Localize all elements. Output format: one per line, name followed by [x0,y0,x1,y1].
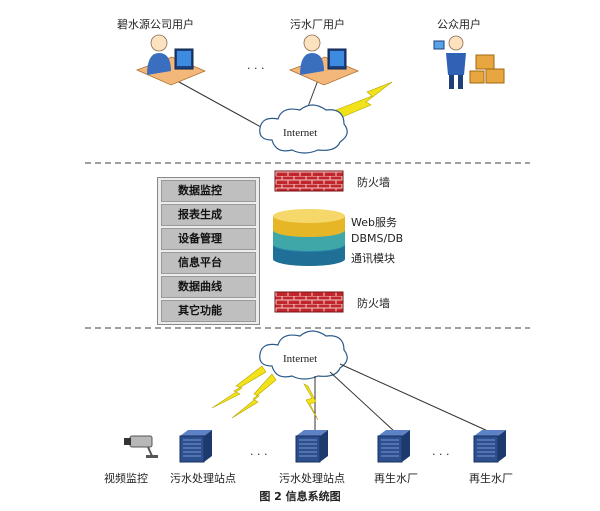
menu-item: 数据曲线 [161,276,256,298]
user-workstation-icon [135,34,207,86]
firewall-label-bottom: 防火墙 [357,297,390,310]
user-workstation-icon [288,34,360,86]
lightning-bolt [231,373,277,419]
figure-caption: 图 2 信息系统图 [259,490,341,503]
site-label-reclaim: 再生水厂 [469,472,513,485]
menu-item: 报表生成 [161,204,256,226]
firewall-icon [274,291,344,313]
internet-cloud-icon: Internet [259,330,348,380]
menu-item: 信息平台 [161,252,256,274]
lightning-bolt [335,81,393,119]
cloud-label-top: Internet [283,127,317,139]
site-label-sewage: 污水处理站点 [279,472,345,485]
firewall-icon [274,170,344,192]
server-dbms-label: DBMS/DB [351,232,404,245]
device-cabinet-icon [295,430,328,463]
bottom-connections [314,363,491,433]
device-cabinet-icon [473,430,506,463]
firewall-label-top: 防火墙 [357,176,390,189]
lightning-bolt [211,365,267,409]
site-label-sewage: 污水处理站点 [170,472,236,485]
ellipsis: · · · [432,448,450,461]
ellipsis: · · · [247,62,265,75]
menu-item: 其它功能 [161,300,256,322]
site-label-video: 视频监控 [104,472,148,485]
function-menu: 数据监控 报表生成 设备管理 信息平台 数据曲线 其它功能 [157,177,260,325]
site-label-reclaim: 再生水厂 [374,472,418,485]
public-user-icon [433,35,505,89]
device-cabinet-icon [377,430,410,463]
server-comm-label: 通讯模块 [351,252,395,265]
menu-item: 数据监控 [161,180,256,202]
cloud-label-bottom: Internet [283,353,317,365]
lightning-bolt [303,383,319,421]
device-cabinet-icon [179,430,212,463]
ellipsis: · · · [250,448,268,461]
user-label-b: 污水厂用户 [290,18,345,31]
user-label-a: 碧水源公司用户 [117,18,194,31]
internet-cloud-icon: Internet [259,104,348,154]
camera-icon [124,435,158,458]
server-web-label: Web服务 [351,216,397,229]
menu-item: 设备管理 [161,228,256,250]
server-stack-icon [273,209,345,266]
user-label-c: 公众用户 [437,18,481,31]
